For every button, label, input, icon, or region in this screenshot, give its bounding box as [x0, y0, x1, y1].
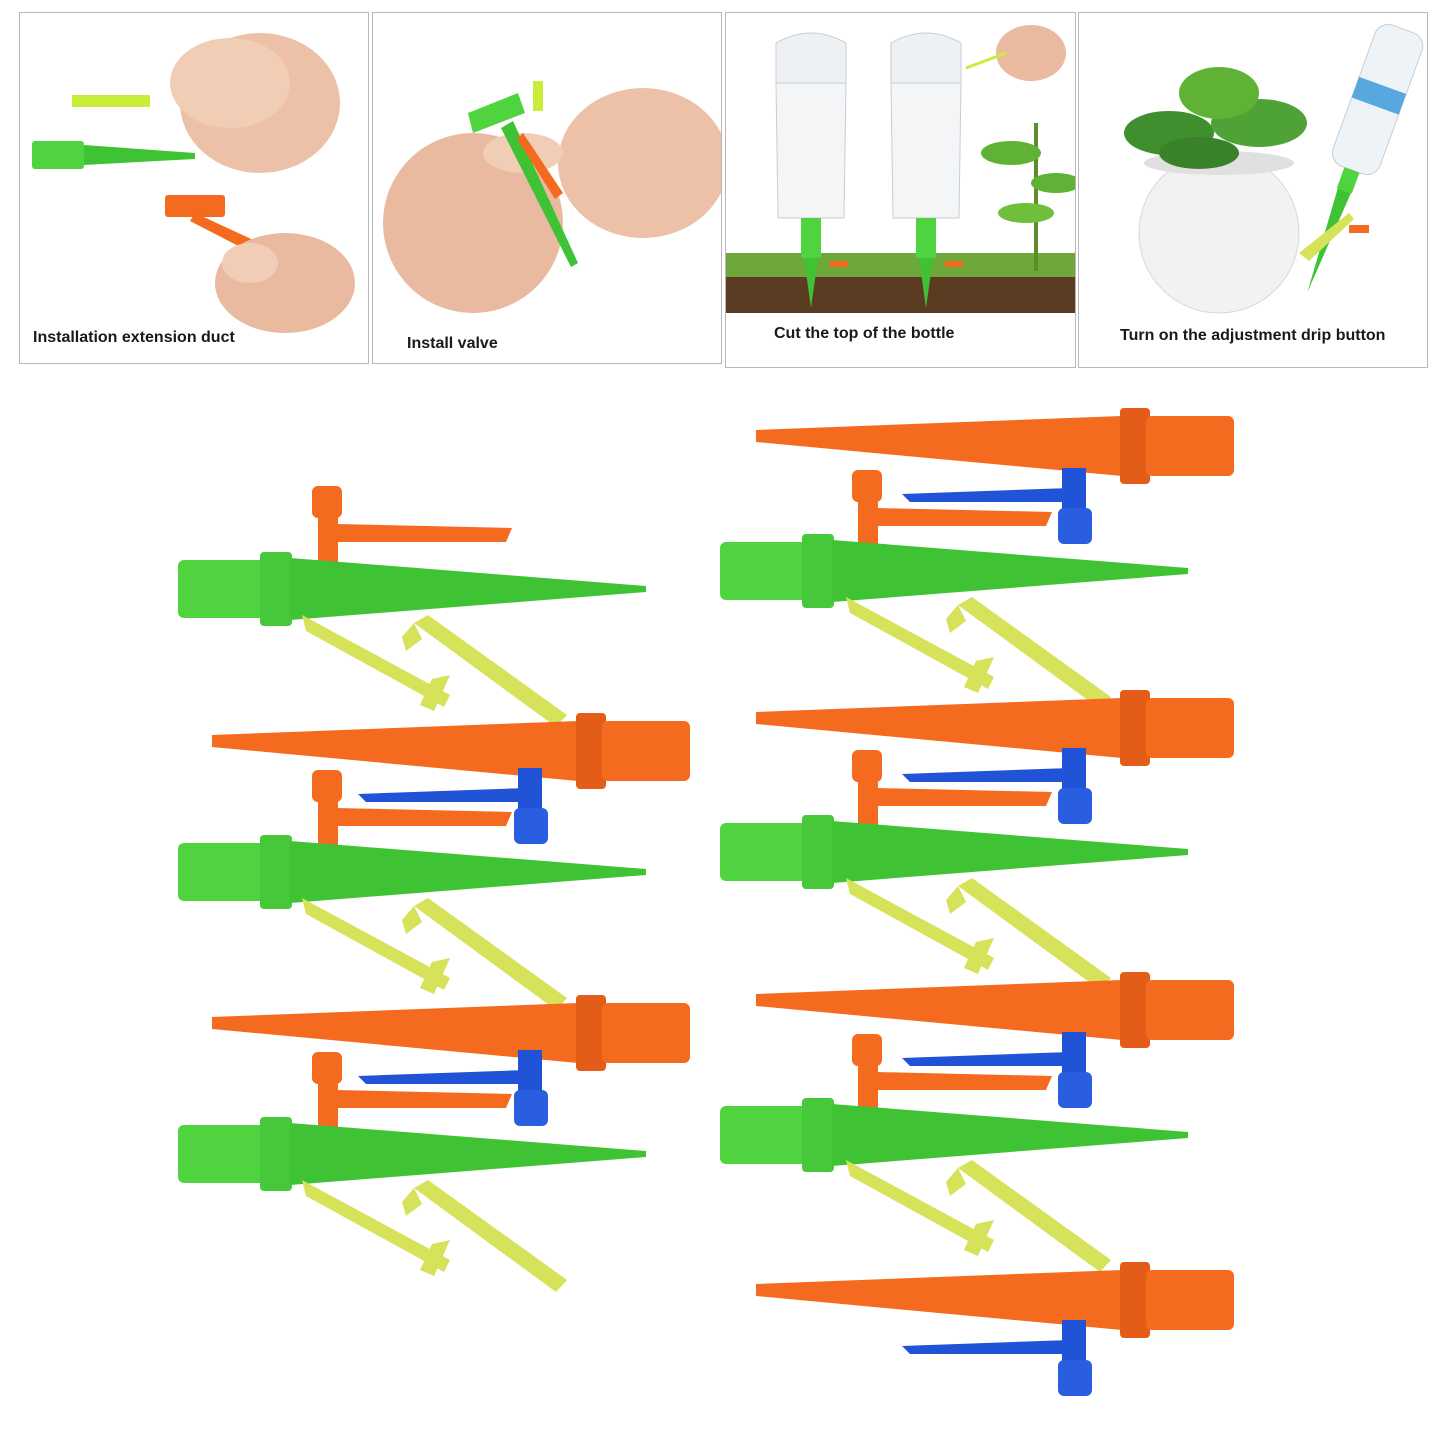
right-column-set: [720, 408, 1234, 1396]
instruction-panel-install-valve: Install valve: [372, 12, 722, 364]
photo-adjustment-drip: [1124, 23, 1424, 314]
caption-cut-bottle: Cut the top of the bottle: [774, 325, 955, 342]
photo-cut-bottle: [726, 25, 1075, 313]
instruction-panel-cut-bottle: Cut the top of the bottle: [725, 12, 1076, 368]
instruction-panel-extension-duct: Installation extension duct: [19, 12, 369, 364]
caption-install-valve: Install valve: [407, 335, 498, 352]
photo-install-valve: [383, 81, 721, 313]
product-photo-drip-spikes: [178, 408, 1234, 1396]
instruction-panel-adjustment-drip: Turn on the adjustment drip button: [1078, 12, 1428, 368]
left-column-set: [178, 486, 690, 1292]
photo-installation-extension-duct: [32, 33, 355, 333]
caption-installation-extension-duct: Installation extension duct: [33, 329, 235, 346]
caption-adjustment-drip: Turn on the adjustment drip button: [1120, 327, 1386, 344]
